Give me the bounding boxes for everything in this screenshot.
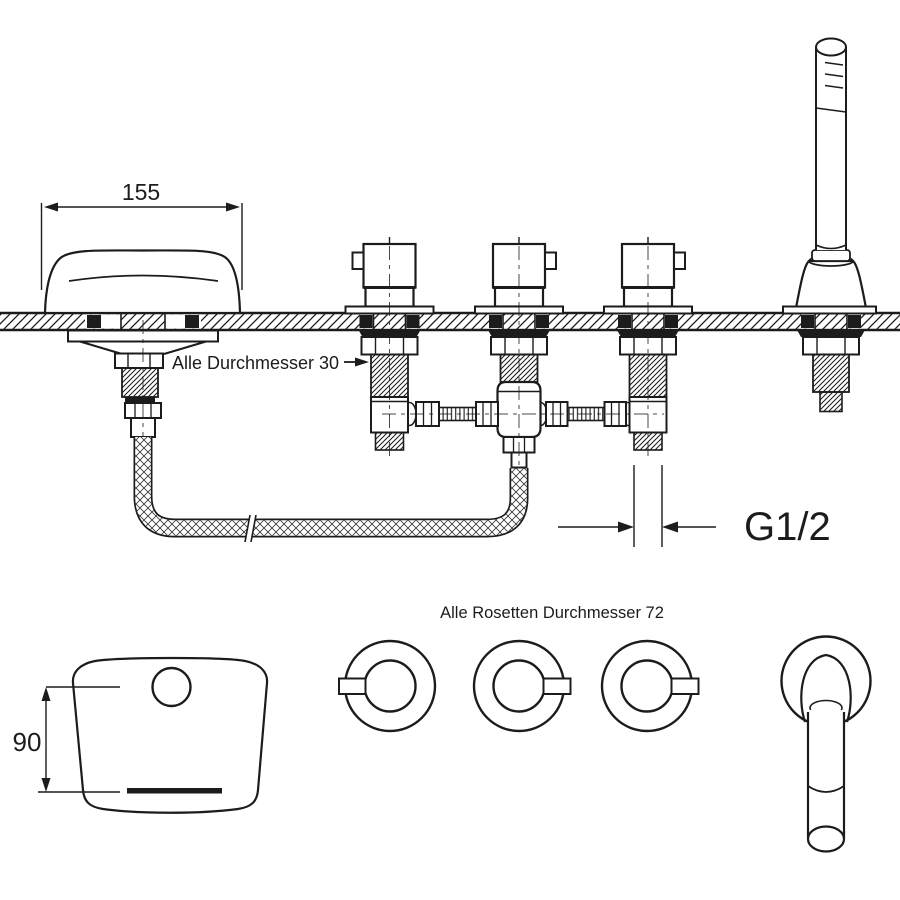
dimension-thread-size: G1/2 xyxy=(558,465,831,549)
flexible-hose xyxy=(133,437,529,543)
rosette-note-label: Alle Rosetten Durchmesser 72 xyxy=(440,604,664,622)
deck-cutout-handshower xyxy=(801,312,861,331)
spout-depth-label: 90 xyxy=(13,727,42,757)
spout-outlet-slot xyxy=(127,788,222,794)
spout-aerator xyxy=(151,666,192,708)
shower-outlet-tail xyxy=(819,391,843,413)
label-shank-diameter: Alle Durchmesser 30 xyxy=(172,353,369,373)
valve-1-spline-tab xyxy=(351,251,365,270)
dimension-spout-depth: 90 xyxy=(13,686,120,793)
shower-cone-holder xyxy=(794,259,868,310)
shower-locknut xyxy=(802,336,860,356)
deck-cutout-valve-3 xyxy=(618,312,678,331)
valve-2-spline-tab xyxy=(544,251,557,270)
hose-break-symbol xyxy=(244,514,257,543)
shower-flange xyxy=(782,305,877,315)
shower-threaded-shank xyxy=(812,353,850,393)
valve-2 xyxy=(474,237,564,470)
valve-3-spline-tab xyxy=(673,251,686,270)
connecting-pipes xyxy=(382,401,664,427)
hand-shower-top-view xyxy=(780,635,872,853)
rosette-1-tab xyxy=(338,677,367,695)
rosette-2 xyxy=(472,639,572,733)
rosette-1 xyxy=(338,639,437,733)
spout-width-label: 155 xyxy=(122,179,160,205)
dimension-spout-width: 155 xyxy=(40,179,243,290)
shower-wand-top xyxy=(815,37,847,57)
rosette-2-tab xyxy=(542,677,572,695)
bath-rim-deck xyxy=(0,311,900,332)
rosette-3 xyxy=(600,639,700,733)
shower-grip-lines xyxy=(824,61,844,89)
thread-size-label: G1/2 xyxy=(744,505,831,549)
shower-wand-collar xyxy=(811,249,851,262)
shank-note-label: Alle Durchmesser 30 xyxy=(172,353,339,373)
valve-1 xyxy=(344,237,435,458)
rosette-3-tab xyxy=(670,677,700,695)
shower-handle-end xyxy=(806,825,846,853)
spout-top-view xyxy=(71,656,269,814)
spout-side-view xyxy=(43,249,242,452)
hand-shower-side-view xyxy=(782,37,877,413)
